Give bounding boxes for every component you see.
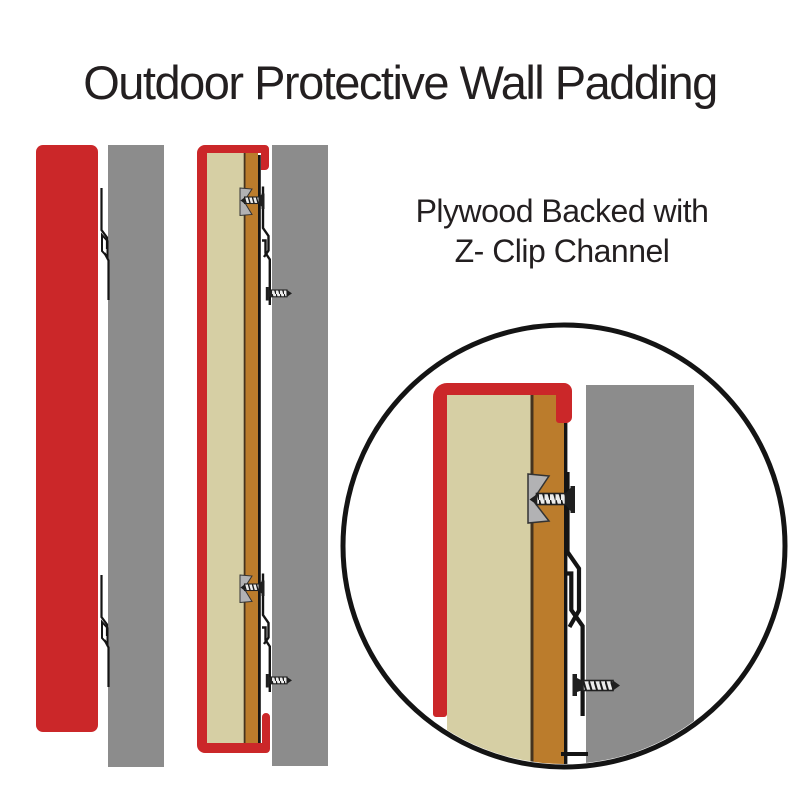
detail-circle-border xyxy=(340,322,788,770)
front-pad xyxy=(36,145,98,732)
caption-line-2: Z- Clip Channel xyxy=(454,233,670,269)
detail-foam xyxy=(447,395,531,764)
detail-pad-channel-frame xyxy=(433,383,572,717)
side-pad-channel-frame xyxy=(197,145,270,753)
detail-view xyxy=(340,322,788,770)
detail-z-channel-lower xyxy=(565,571,585,716)
front-z-clip-bottom xyxy=(100,573,110,689)
detail-screw-into-wall-icon xyxy=(572,674,620,696)
side-view xyxy=(197,145,328,766)
detail-plywood xyxy=(533,395,564,764)
front-wall xyxy=(108,145,164,767)
side-wall xyxy=(272,145,328,766)
page-title: Outdoor Protective Wall Padding xyxy=(83,56,718,109)
caption-line-1: Plywood Backed with xyxy=(415,193,709,229)
front-view xyxy=(36,145,164,767)
side-foam xyxy=(207,153,244,744)
detail-screw-into-plywood-icon xyxy=(529,486,575,513)
caption: Plywood Backed with Z- Clip Channel xyxy=(392,191,732,271)
detail-wall xyxy=(586,385,694,764)
front-z-clip-top xyxy=(100,186,110,302)
side-plywood xyxy=(245,153,258,744)
